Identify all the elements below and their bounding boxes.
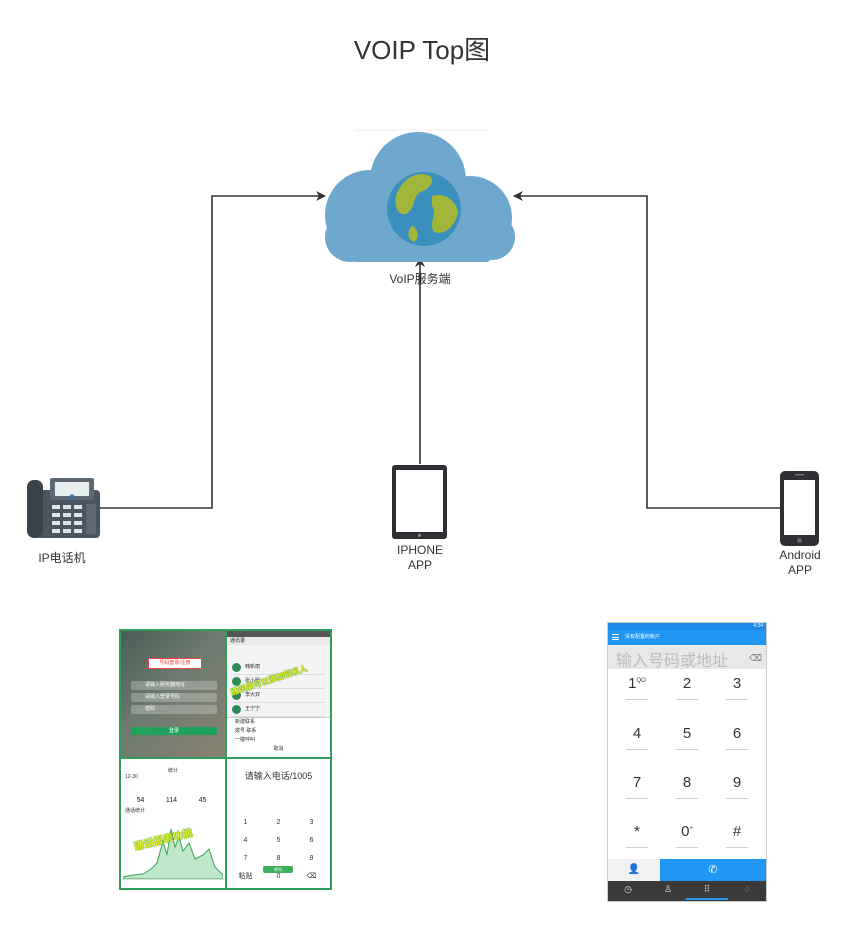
dial-key-star: *: [624, 823, 650, 848]
stats-header: 统计 12-30: [121, 765, 225, 787]
avatar: [232, 663, 241, 672]
android-app-screenshot: 4:34 没有配置的帐户 输入号码或地址 ⌫ 1QO 2 3 4 5 6 7 8…: [607, 622, 767, 902]
contact-name: 张小明: [245, 678, 261, 684]
action-sheet: 新建联系 拨号 联系 一键呼叫 取消: [227, 717, 330, 757]
contact-name: 王宁宁: [245, 706, 261, 712]
menu-icon: [612, 634, 619, 640]
contacts-screen: 通讯录 韩新丽 张小明 李大双 王宁宁 新建联系 拨号 联系 一键呼叫 取消 通…: [227, 631, 330, 757]
dial-key-0: 0+: [674, 823, 700, 848]
password-field: 密码: [131, 705, 217, 714]
contacts-icon: ♙: [663, 884, 673, 894]
stat-value: 45: [198, 797, 207, 804]
stat-value: 54: [136, 797, 145, 804]
desk-phone-icon: [27, 478, 100, 538]
diagram-title: VOIP Top图: [353, 35, 491, 65]
stats-values: 54 114 45: [125, 789, 221, 804]
status-bar: 4:34: [608, 623, 766, 630]
stats-section: 通话统计: [125, 808, 146, 814]
sheet-item: 拨号 联系: [235, 728, 257, 734]
sheet-item: 一键呼叫: [235, 737, 256, 743]
dial-key-hash: #: [724, 823, 750, 848]
avatar: [232, 677, 241, 686]
status-time: 4:34: [753, 623, 763, 629]
backspace-icon: ⌫: [749, 653, 762, 663]
action-tabs: 👤 ✆: [608, 859, 766, 881]
avatar: [232, 705, 241, 714]
contact-row: 张小明: [231, 675, 325, 689]
dial-input: 请输入电话/1005: [244, 771, 313, 781]
stat-value: 114: [165, 797, 178, 804]
contact-row: 李大双: [231, 689, 325, 703]
contact-name: 李大双: [245, 692, 261, 698]
tablet-icon: [392, 465, 447, 539]
sheet-cancel: 取消: [273, 746, 284, 752]
stats-date: 12-30: [125, 774, 138, 780]
number-placeholder: 输入号码或地址: [616, 653, 729, 670]
server-label: VoIP服务端: [389, 272, 451, 286]
edge-ip-phone-to-server: [100, 191, 326, 509]
contact-row: 韩新丽: [231, 661, 325, 675]
call-icon: ✆: [660, 859, 766, 881]
call-button: 呼叫: [263, 866, 293, 873]
history-icon: ◷: [624, 884, 632, 894]
chat-icon: ◌: [744, 884, 750, 894]
dial-key-3: 3: [724, 675, 750, 700]
cloud-globe-icon: [325, 129, 515, 262]
dial-key-7: 7: [624, 774, 650, 799]
iphone-label-line1: IPHONE: [396, 543, 443, 557]
ios-app-screenshot: 号码登录/注册 请输入服务器地址 请输入登录号码 密码 登录 通讯录 韩新丽 张…: [119, 629, 332, 890]
status-bar: [227, 631, 330, 637]
stats-chart: [123, 828, 223, 879]
dial-key-4: 4: [624, 725, 650, 750]
iphone-label-line2: APP: [407, 558, 432, 572]
sheet-item: 新建联系: [235, 719, 256, 725]
add-contact-icon: 👤: [608, 859, 660, 881]
account-status: 没有配置的帐户: [625, 634, 661, 640]
smartphone-icon: [780, 471, 819, 546]
contacts-header: 通讯录: [227, 637, 330, 645]
login-button: 登录: [131, 727, 217, 735]
dial-key-5: 5: [674, 725, 700, 750]
dialpad-icon: ⠿: [703, 884, 711, 894]
dial-key-2: 2: [674, 675, 700, 700]
ip-phone-label: IP电话机: [38, 551, 86, 565]
contact-name: 韩新丽: [245, 664, 261, 670]
dial-key-6: 6: [724, 725, 750, 750]
tab-indicator: [686, 898, 728, 900]
number-input: 输入号码或地址 ⌫: [608, 645, 766, 670]
app-bar: 没有配置的帐户: [608, 630, 766, 645]
server-field: 请输入服务器地址: [131, 681, 217, 690]
tab-bar: [121, 879, 225, 888]
avatar: [232, 691, 241, 700]
dial-key-1: 1QO: [624, 675, 650, 700]
edge-android-to-server: [513, 191, 780, 509]
login-screen: 号码登录/注册 请输入服务器地址 请输入登录号码 密码 登录: [121, 631, 225, 757]
contact-row: 王宁宁: [231, 703, 325, 717]
login-banner: 号码登录/注册: [148, 658, 202, 669]
android-label-line1: Android: [779, 548, 821, 562]
android-label-line2: APP: [787, 563, 812, 577]
dial-key-8: 8: [674, 774, 700, 799]
dial-key-9: 9: [724, 774, 750, 799]
number-field: 请输入登录号码: [131, 693, 217, 702]
status-bar: [121, 631, 225, 637]
bottom-nav: ◷ ♙ ⠿ ◌: [608, 881, 766, 901]
